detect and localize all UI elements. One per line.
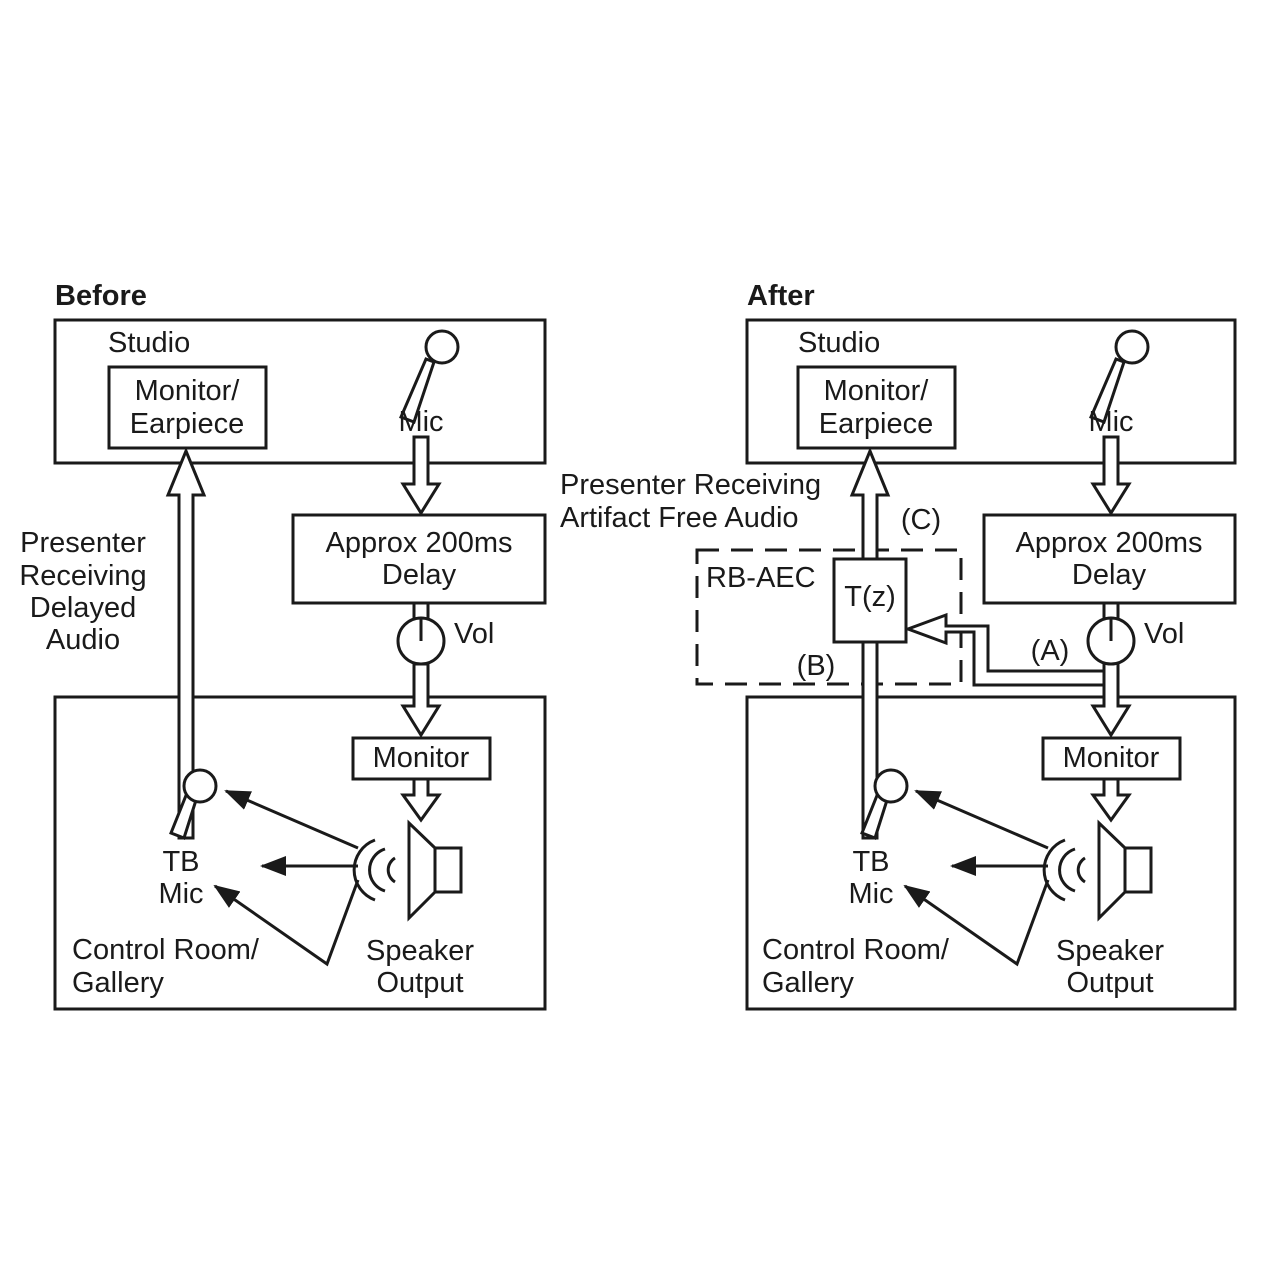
after-reference-path-arrow	[903, 612, 1104, 687]
after-vol-label: Vol	[1144, 618, 1184, 650]
before-delay-line2: Delay	[382, 559, 457, 591]
after-monitor-earpiece-line2: Earpiece	[819, 408, 933, 440]
after-rb-aec-label: RB-AEC	[706, 562, 816, 594]
before-monitor-box	[351, 736, 492, 781]
before-delay-box	[291, 513, 547, 605]
after-monitor-to-speaker-arrow	[1090, 777, 1132, 823]
before-speaker-line1: Speaker	[366, 935, 474, 967]
before-monitor-earpiece-box	[107, 365, 268, 450]
after-control-room-line2: Gallery	[762, 967, 854, 999]
before-presenter-line2: Receiving	[19, 560, 146, 592]
before-heading: Before	[55, 280, 147, 312]
after-tb-line2: Mic	[848, 878, 893, 910]
before-volume-knob-icon	[396, 616, 446, 666]
after-presenter-line2: Artifact Free Audio	[560, 502, 799, 534]
after-delay-box	[982, 513, 1237, 605]
before-vol-label: Vol	[454, 618, 494, 650]
after-tb-line1: TB	[852, 846, 889, 878]
before-monitor-earpiece-line2: Earpiece	[130, 408, 244, 440]
before-monitor-earpiece-line1: Monitor/	[135, 375, 241, 407]
before-acoustic-path-lower-arrow	[213, 879, 360, 967]
after-mic-label: Mic	[1088, 406, 1133, 438]
after-vol-to-monitor-arrow	[1090, 658, 1132, 738]
after-monitor-label: Monitor	[1063, 742, 1160, 774]
before-speaker-line2: Output	[376, 967, 463, 999]
after-acoustic-path-upper-arrow	[914, 789, 1049, 850]
before-studio-mic-icon	[399, 329, 460, 424]
after-delay-line2: Delay	[1072, 559, 1147, 591]
after-c-label: (C)	[901, 504, 941, 536]
before-panel: Before Studio Monitor/ Earpiece Mic Appr…	[19, 280, 547, 1011]
after-control-room-line1: Control Room/	[762, 934, 950, 966]
after-studio-label: Studio	[798, 327, 880, 359]
after-tz-label: T(z)	[844, 581, 896, 613]
after-tz-filter-box	[832, 557, 908, 644]
after-monitor-earpiece-line1: Monitor/	[824, 375, 930, 407]
before-presenter-line1: Presenter	[20, 527, 146, 559]
after-studio-mic-icon	[1089, 329, 1150, 424]
before-mic-label: Mic	[398, 406, 443, 438]
before-acoustic-path-upper-arrow	[224, 789, 359, 850]
after-presenter-line1: Presenter Receiving	[560, 469, 821, 501]
after-heading: After	[747, 280, 815, 312]
before-tb-line2: Mic	[158, 878, 203, 910]
before-speaker-icon	[352, 819, 463, 922]
before-vol-to-monitor-arrow-overlay	[400, 662, 442, 738]
after-tb-mic-icon	[860, 768, 909, 840]
after-mic-to-delay-arrow	[1090, 435, 1132, 516]
before-presenter-line3: Delayed	[30, 592, 136, 624]
after-volume-knob-icon	[1086, 616, 1136, 666]
before-monitor-to-speaker-arrow	[400, 777, 442, 823]
after-panel: After Studio Monitor/ Earpiece Mic Appro…	[560, 280, 1237, 1011]
after-rb-aec-boundary	[695, 548, 963, 686]
before-studio-label: Studio	[108, 327, 190, 359]
before-tb-mic-icon	[169, 768, 218, 840]
before-mic-to-delay-arrow	[400, 435, 442, 516]
before-delay-line1: Approx 200ms	[326, 527, 513, 559]
before-presenter-line4: Audio	[46, 624, 120, 656]
after-speaker-line1: Speaker	[1056, 935, 1164, 967]
after-speaker-icon	[1042, 819, 1153, 922]
before-monitor-label: Monitor	[373, 742, 470, 774]
before-control-room-line1: Control Room/	[72, 934, 260, 966]
after-monitor-earpiece-box	[796, 365, 957, 450]
after-b-label: (B)	[797, 650, 836, 682]
after-delay-line1: Approx 200ms	[1016, 527, 1203, 559]
before-tb-line1: TB	[162, 846, 199, 878]
after-speaker-line2: Output	[1066, 967, 1153, 999]
after-acoustic-path-lower-arrow	[903, 879, 1050, 967]
after-a-label: (A)	[1031, 635, 1070, 667]
before-control-room-line2: Gallery	[72, 967, 164, 999]
